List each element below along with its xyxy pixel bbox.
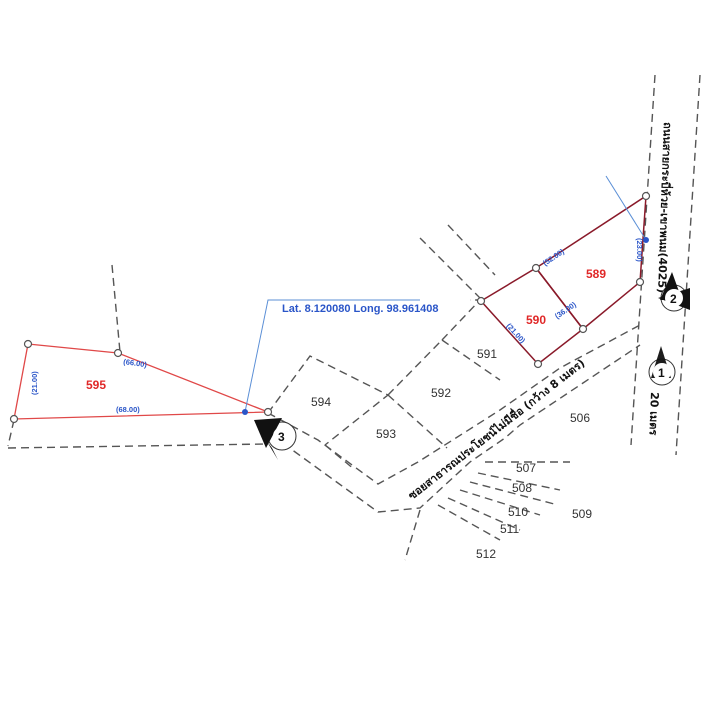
- dim-590-west: (21.00): [505, 321, 528, 345]
- vertex-icon: [476, 296, 486, 306]
- marker-2-label: 2: [670, 292, 677, 306]
- dim-595-west: (21.00): [30, 371, 39, 395]
- main-road-name: ถนนสายกระบี่ห้วย-เขาพนม(4025): [655, 122, 676, 294]
- lot-512-label: 512: [476, 547, 496, 561]
- dim-589-north: (52.00): [541, 247, 566, 268]
- lot-594-label: 594: [311, 395, 331, 409]
- vertex-icon: [533, 359, 543, 369]
- vertex-icon: [531, 263, 541, 273]
- marker-2: 2: [658, 272, 690, 312]
- vertex-icon: [263, 407, 273, 417]
- marker-3-label: 3: [278, 430, 285, 444]
- lot-590-label: 590: [526, 313, 546, 327]
- vertex-icon: [23, 339, 33, 349]
- coordinate-pin-589: [605, 175, 649, 243]
- coordinate-label: Lat. 8.120080 Long. 98.961408: [282, 303, 439, 315]
- blue-dot-pin-icon: [643, 237, 649, 243]
- blue-dot-pin-icon: [242, 409, 248, 415]
- lot-507-label: 507: [516, 461, 536, 475]
- marker-1-label: 1: [658, 366, 665, 380]
- lot-510-label: 510: [508, 505, 528, 519]
- main-road-width: 20 เมตร: [646, 392, 661, 436]
- dim-595-north: (66.00): [123, 357, 148, 369]
- marker-3: 3: [254, 418, 297, 460]
- lot-589-label: 589: [586, 267, 606, 281]
- lot-592-label: 592: [431, 386, 451, 400]
- lot-508-label: 508: [512, 481, 532, 495]
- coordinate-pin-595: [242, 299, 420, 415]
- vertex-icon: [113, 348, 123, 358]
- dashed-boundaries: [7, 74, 701, 561]
- vertex-icon: [578, 324, 588, 334]
- arrow-down-icon: [266, 440, 278, 460]
- plot-vertices: [9, 191, 651, 424]
- arrow-up-left-icon: [254, 418, 282, 448]
- lot-511-label: 511: [500, 522, 519, 536]
- plot-595: [13, 343, 269, 420]
- lot-593-label: 593: [376, 427, 396, 441]
- lot-595-label: 595: [86, 378, 106, 392]
- dim-589-east: (23.00): [635, 238, 644, 262]
- vertex-icon: [635, 277, 645, 287]
- vertex-icon: [9, 414, 19, 424]
- dim-595-south: (68.00): [116, 405, 140, 414]
- marker-1: 1: [648, 346, 676, 386]
- lot-591-label: 591: [477, 347, 497, 361]
- vertex-icon: [641, 191, 651, 201]
- lot-506-label: 506: [570, 411, 590, 425]
- lot-509-label: 509: [572, 507, 592, 521]
